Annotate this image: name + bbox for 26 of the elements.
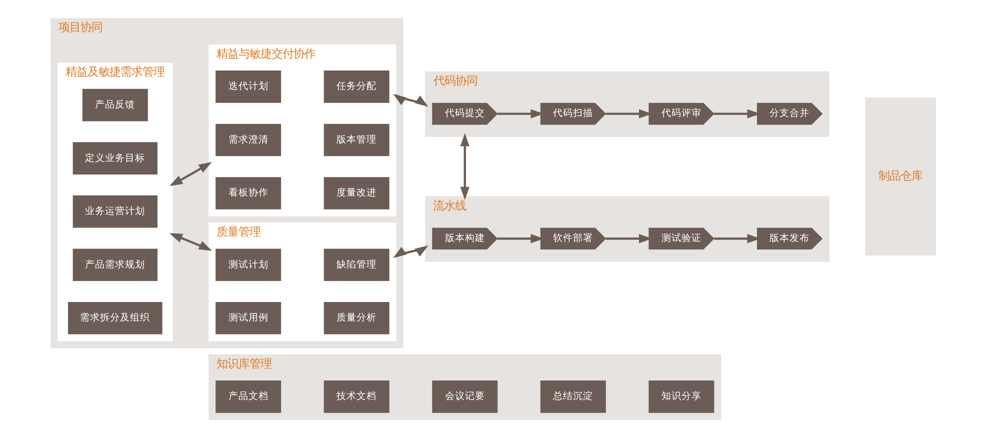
arrow — [393, 246, 428, 258]
node-box: 会议记要 — [432, 380, 498, 413]
node-box: 总结沉淀 — [540, 380, 606, 413]
node-box: 质量分析 — [324, 302, 390, 334]
node-box: 迭代计划 — [216, 70, 282, 103]
node-box: 需求澄清 — [216, 124, 282, 156]
node-box: 产品反馈 — [82, 88, 148, 122]
node-box: 制品仓库 — [865, 98, 936, 256]
node-box: 测试计划 — [216, 248, 282, 281]
arrow — [169, 233, 212, 251]
node-box: 产品需求规划 — [72, 248, 158, 281]
node-box: 看板协作 — [216, 177, 282, 210]
node-box: 测试用例 — [216, 302, 282, 334]
node-box: 知识分享 — [648, 380, 714, 413]
arrow — [169, 162, 212, 186]
node-box: 技术文档 — [324, 380, 390, 413]
node-box: 产品文档 — [216, 380, 282, 413]
node-box: 版本管理 — [324, 124, 390, 156]
arrow — [460, 133, 470, 200]
node-box: 缺陷管理 — [324, 248, 390, 281]
node-box: 任务分配 — [324, 70, 390, 103]
node-box: 度量改进 — [324, 177, 390, 210]
arrow — [393, 94, 428, 107]
node-box: 定义业务目标 — [72, 142, 158, 174]
node-box: 业务运营计划 — [72, 195, 158, 228]
node-box: 需求拆分及组织 — [68, 302, 162, 334]
